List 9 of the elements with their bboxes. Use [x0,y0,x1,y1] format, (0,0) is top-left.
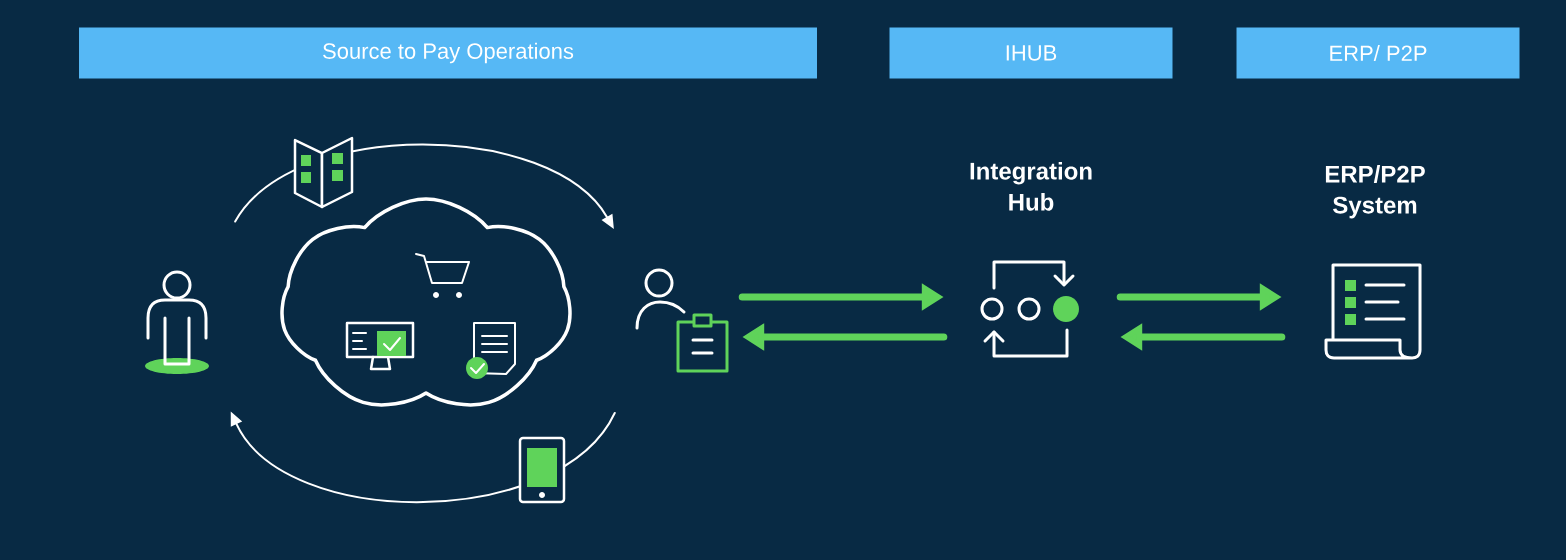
cloud-shape [280,197,572,407]
person-icon [145,270,209,374]
header-band: IHUB [889,27,1173,79]
header-band: ERP/ P2P [1236,27,1520,79]
arrow [230,411,616,504]
heading: Integration Hub [970,162,1092,211]
header-band: Source to Pay Operations [79,27,817,79]
person-clipboard-icon [635,268,729,373]
heading: ERP/P2P System [1325,165,1425,219]
